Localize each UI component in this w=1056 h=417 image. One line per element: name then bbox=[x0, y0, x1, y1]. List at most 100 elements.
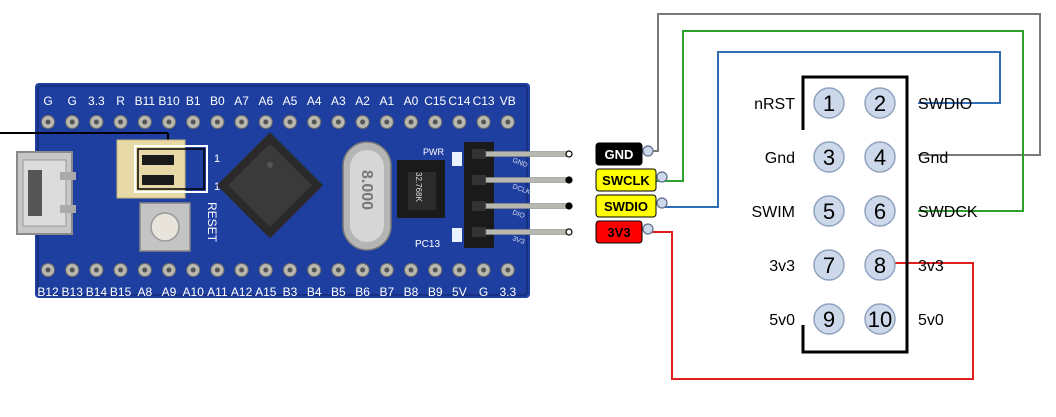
top-pin-label: C14 bbox=[448, 94, 470, 108]
pin-end-dot bbox=[565, 202, 573, 210]
connector-pin-number: 10 bbox=[868, 307, 892, 332]
top-pin-label: A5 bbox=[283, 94, 298, 108]
bottom-pin-label: B8 bbox=[404, 285, 419, 299]
bottom-pin-label: A15 bbox=[255, 285, 277, 299]
top-pin-label: A2 bbox=[355, 94, 370, 108]
pwr-label: PWR bbox=[423, 147, 444, 157]
connector-pin bbox=[813, 195, 845, 227]
bottom-pin-label: B6 bbox=[355, 285, 370, 299]
connector-pin-label: Gnd bbox=[765, 150, 795, 167]
top-pin-label: C15 bbox=[424, 94, 446, 108]
top-pin-label: A1 bbox=[379, 94, 394, 108]
connector-pin-number: 9 bbox=[823, 307, 835, 332]
connector-outline bbox=[801, 75, 909, 354]
signal-tags: GND SWCLK SWDIO 3V3 bbox=[595, 142, 668, 244]
wire-swclk bbox=[655, 30, 1024, 212]
connector-pin bbox=[813, 249, 845, 281]
pc13-label: PC13 bbox=[415, 239, 440, 250]
bottom-pin-label: B14 bbox=[86, 285, 108, 299]
swd-header-pin bbox=[485, 151, 569, 157]
pin-end-dot bbox=[565, 228, 573, 236]
bottom-pin-label: 3.3 bbox=[499, 285, 516, 299]
bottom-pin-label: G bbox=[479, 285, 488, 299]
connector-pin-number: 5 bbox=[823, 199, 835, 224]
swd-side-label: GND bbox=[511, 157, 528, 169]
top-pin-label: R bbox=[116, 94, 125, 108]
top-pin-label: A7 bbox=[234, 94, 249, 108]
signal-tag-pad bbox=[642, 223, 654, 235]
signal-tag bbox=[595, 142, 643, 166]
connector-pin-label: SWDCK bbox=[918, 204, 978, 221]
swd-side-label: 3V3 bbox=[511, 235, 525, 246]
bottom-pin-label: A9 bbox=[162, 285, 177, 299]
top-pin-label: A6 bbox=[258, 94, 273, 108]
top-pin-label: 3.3 bbox=[88, 94, 105, 108]
signal-tag-pad bbox=[642, 145, 654, 157]
top-pin-label: A4 bbox=[307, 94, 322, 108]
bottom-pin-label: B9 bbox=[428, 285, 443, 299]
reset-label: RESET bbox=[205, 202, 219, 243]
connector-pin-label: SWDIO bbox=[918, 96, 972, 113]
wire-gnd bbox=[648, 13, 1041, 156]
rtc-crystal-label: 32.768K bbox=[414, 172, 423, 202]
connector-pin-number: 4 bbox=[874, 145, 886, 170]
top-pin-label: G bbox=[43, 94, 52, 108]
connector-pin-number: 1 bbox=[823, 91, 835, 116]
main-crystal: 8.000 bbox=[342, 141, 392, 251]
wires bbox=[648, 13, 1041, 380]
connector-pin bbox=[864, 141, 896, 173]
reset-button-part: RESET bbox=[139, 202, 219, 252]
connector-pin-label: Gnd bbox=[918, 150, 948, 167]
rtc-crystal: 32.768K PWR PC13 bbox=[397, 147, 462, 250]
connector-pin bbox=[864, 249, 896, 281]
usb-connector bbox=[16, 151, 76, 235]
wire-swdio bbox=[665, 51, 1001, 208]
connector-pin-label: nRST bbox=[754, 96, 795, 113]
signal-tag-pad bbox=[656, 171, 668, 183]
top-pin-label: A0 bbox=[404, 94, 419, 108]
connector-pin-label: 5v0 bbox=[918, 312, 944, 329]
connector-pin-number: 7 bbox=[823, 253, 835, 278]
connector-pin-number: 2 bbox=[874, 91, 886, 116]
connector-pin-number: 8 bbox=[874, 253, 886, 278]
top-pin-label: B10 bbox=[158, 94, 180, 108]
swd-header-pin bbox=[485, 177, 569, 183]
signal-tag bbox=[595, 220, 643, 244]
top-pin-label: C13 bbox=[473, 94, 495, 108]
signal-tag bbox=[595, 194, 657, 218]
bottom-pin-label: B12 bbox=[37, 285, 59, 299]
bottom-pin-label: A10 bbox=[183, 285, 205, 299]
signal-tag-label: 3V3 bbox=[607, 225, 630, 240]
top-pin-label: B1 bbox=[186, 94, 201, 108]
connector-pin-number: 3 bbox=[823, 145, 835, 170]
swd-side-label: DIO bbox=[511, 209, 526, 220]
pin-end-dot bbox=[565, 176, 573, 184]
signal-tag bbox=[595, 168, 657, 192]
signal-tag-label: SWCLK bbox=[602, 173, 650, 188]
bottom-pin-label: B7 bbox=[379, 285, 394, 299]
bottom-pin-label: B3 bbox=[283, 285, 298, 299]
top-pin-label: G bbox=[68, 94, 77, 108]
bottom-pin-row bbox=[41, 263, 515, 277]
signal-tag-pad bbox=[656, 197, 668, 209]
signal-tag-label: GND bbox=[605, 147, 634, 162]
bottom-pin-label: A12 bbox=[231, 285, 253, 299]
connector-pin-number: 6 bbox=[874, 199, 886, 224]
jumper-mark-bottom: 1 bbox=[214, 181, 220, 193]
bottom-pin-label: B13 bbox=[62, 285, 84, 299]
connector-pin bbox=[813, 303, 845, 335]
connector-pin-label: 3v3 bbox=[769, 258, 795, 275]
top-pin-row bbox=[41, 115, 515, 129]
signal-tag-label: SWDIO bbox=[604, 199, 648, 214]
wire-3v3 bbox=[648, 231, 974, 380]
bottom-pin-label: 5V bbox=[452, 285, 467, 299]
top-pin-label: A3 bbox=[331, 94, 346, 108]
connector-pin-label: 5v0 bbox=[769, 312, 795, 329]
connector-pin bbox=[864, 195, 896, 227]
crystal-label: 8.000 bbox=[358, 170, 375, 210]
